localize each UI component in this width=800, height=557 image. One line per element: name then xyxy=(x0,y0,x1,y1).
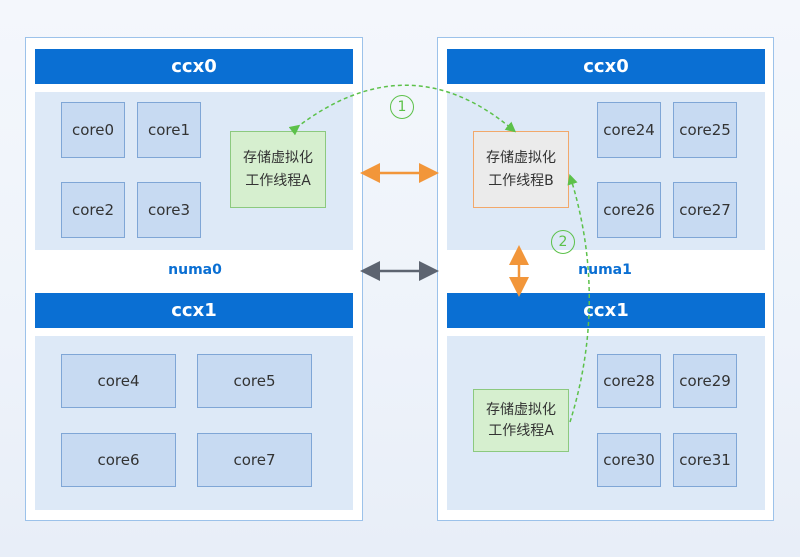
storage-thread-b-box: 存储虚拟化 工作线程B xyxy=(473,131,569,208)
numa1-label: numa1 xyxy=(578,262,632,278)
step-2-migration-path xyxy=(567,173,590,423)
left-ccx1-header: ccx1 xyxy=(35,293,353,328)
right-ccx1-header: ccx1 xyxy=(447,293,765,328)
left-ccx0-header: ccx0 xyxy=(35,49,353,84)
step-1-marker: 1 xyxy=(390,95,414,119)
core-box: core24 xyxy=(597,102,661,158)
step-2-marker: 2 xyxy=(551,230,575,254)
right-ccx1-title: ccx1 xyxy=(583,300,629,321)
core-box: core0 xyxy=(61,102,125,158)
step-1-migration-path xyxy=(288,84,517,136)
core-box: core2 xyxy=(61,182,125,238)
core-box: core1 xyxy=(137,102,201,158)
storage-thread-a-migrated-box: 存储虚拟化 工作线程A xyxy=(473,389,569,452)
core-box: core31 xyxy=(673,433,737,487)
core-box: core26 xyxy=(597,182,661,238)
storage-thread-a-box: 存储虚拟化 工作线程A xyxy=(230,131,326,208)
left-ccx1-title: ccx1 xyxy=(171,300,217,321)
core-box: core27 xyxy=(673,182,737,238)
core-box: core7 xyxy=(197,433,312,487)
core-box: core3 xyxy=(137,182,201,238)
numa0-label: numa0 xyxy=(168,262,222,278)
core-box: core28 xyxy=(597,354,661,408)
core-box: core29 xyxy=(673,354,737,408)
core-box: core30 xyxy=(597,433,661,487)
core-box: core25 xyxy=(673,102,737,158)
core-box: core4 xyxy=(61,354,176,408)
core-box: core6 xyxy=(61,433,176,487)
right-ccx0-title: ccx0 xyxy=(583,56,629,77)
left-ccx0-title: ccx0 xyxy=(171,56,217,77)
right-ccx0-header: ccx0 xyxy=(447,49,765,84)
core-box: core5 xyxy=(197,354,312,408)
